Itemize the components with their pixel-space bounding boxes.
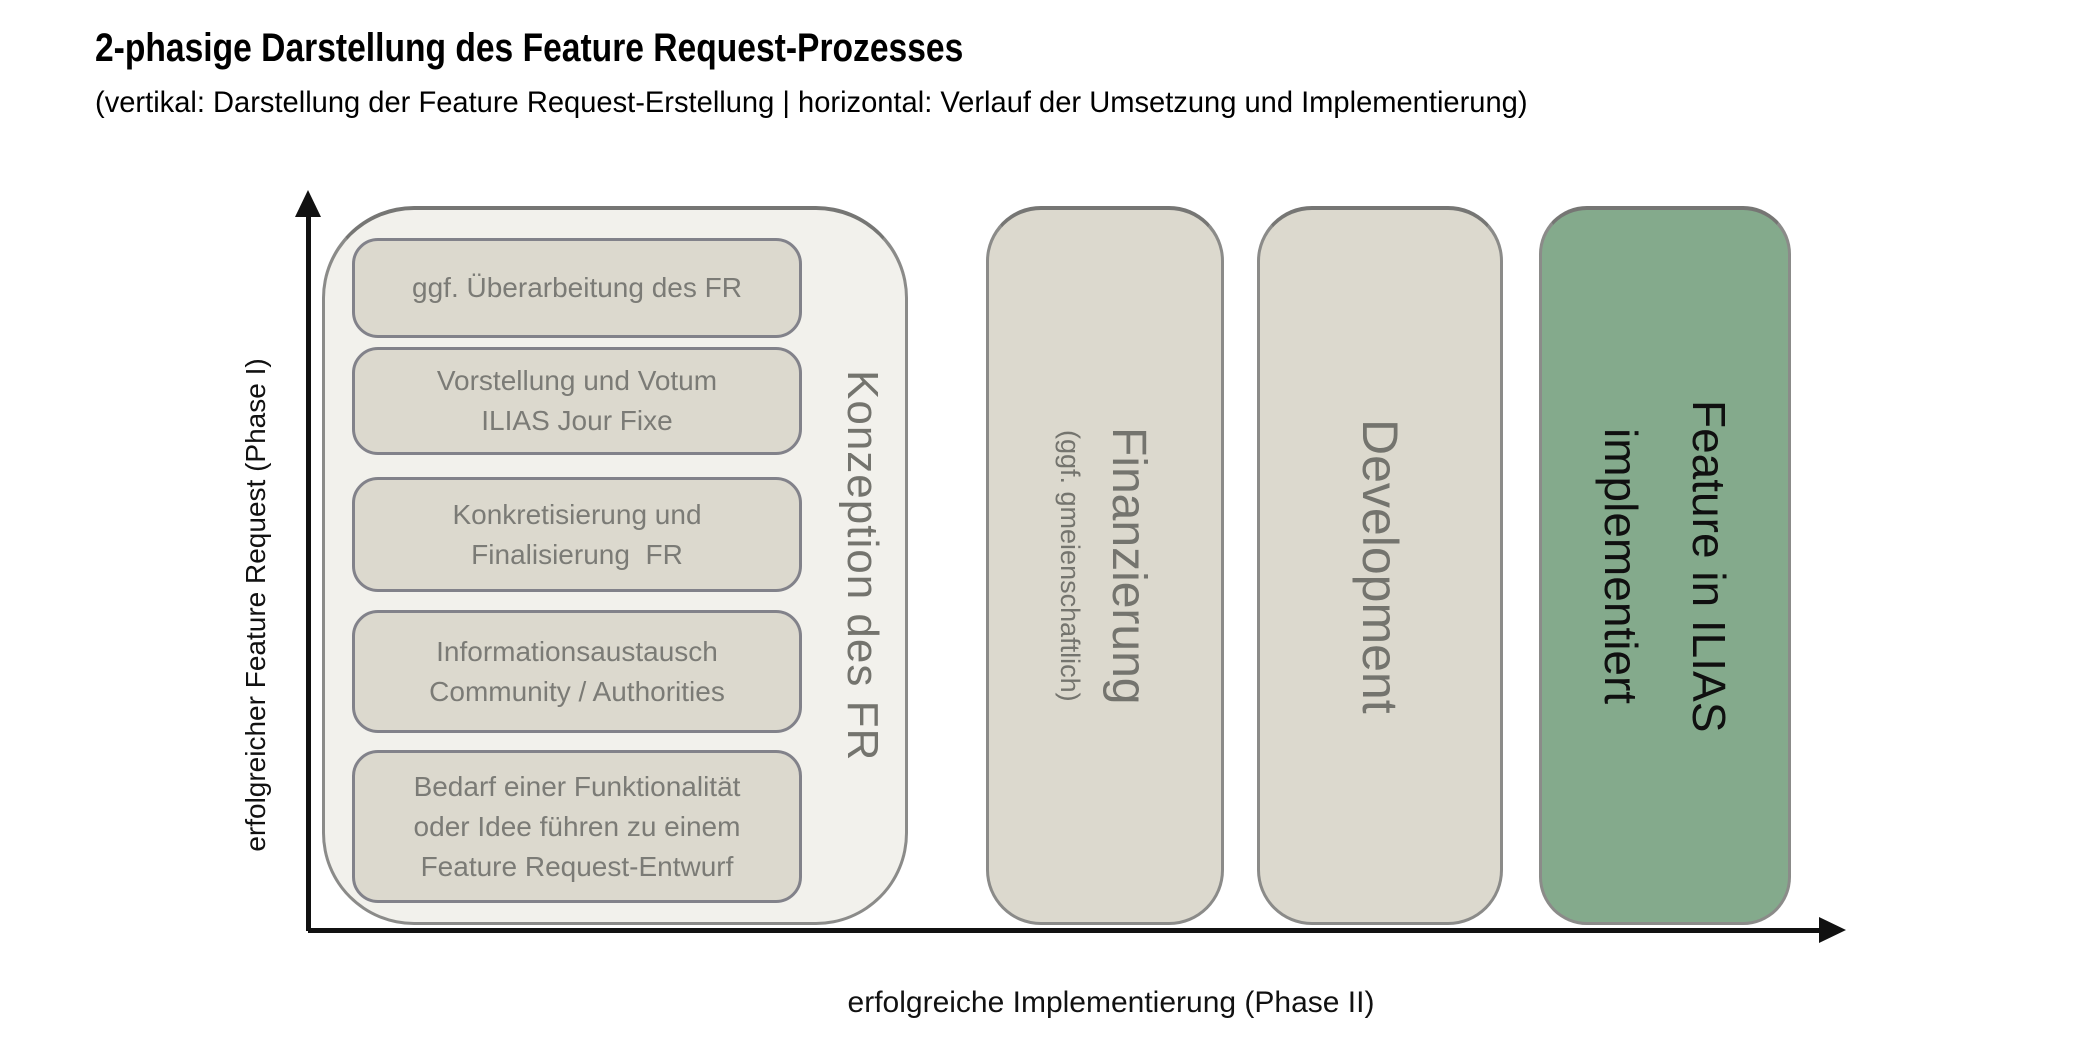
- phase1-group-label-text: Konzeption des FR: [838, 369, 887, 762]
- column-finanzierung-text-wrap: Finanzierung (ggf. gmeienschaftlich): [1054, 427, 1156, 705]
- arrow-up-icon: [295, 190, 321, 217]
- y-axis-label: erfolgreicher Feature Request (Phase I): [240, 358, 271, 852]
- arrow-right-icon: [1819, 917, 1846, 943]
- x-axis-label: erfolgreiche Implementierung (Phase II): [847, 986, 1375, 1019]
- column-feature-implementiert-title: Feature in ILIAS implementiert: [1595, 399, 1735, 733]
- step-box-ueberarbeitung: ggf. Überarbeitung des FR: [352, 238, 802, 338]
- step-box-informationsaustausch: Informationsaustausch Community / Author…: [352, 610, 802, 733]
- column-development-text-wrap: Development: [1351, 419, 1409, 714]
- column-development-title: Development: [1352, 418, 1408, 714]
- x-axis: [308, 928, 1822, 933]
- y-axis: [306, 206, 311, 931]
- step-box-bedarf-idee: Bedarf einer Funktionalität oder Idee fü…: [352, 750, 802, 903]
- phase1-group-label: Konzeption des FR: [812, 206, 912, 925]
- column-finanzierung: Finanzierung (ggf. gmeienschaftlich): [986, 206, 1224, 925]
- page-title: 2-phasige Darstellung des Feature Reques…: [95, 26, 964, 70]
- column-development: Development: [1257, 206, 1503, 925]
- step-box-konkretisierung: Konkretisierung und Finalisierung FR: [352, 477, 802, 592]
- column-finanzierung-subtitle: (ggf. gmeienschaftlich): [1055, 430, 1085, 702]
- step-box-vorstellung-votum: Vorstellung und Votum ILIAS Jour Fixe: [352, 347, 802, 455]
- column-feature-implementiert: Feature in ILIAS implementiert: [1539, 206, 1791, 925]
- column-feature-implementiert-text-wrap: Feature in ILIAS implementiert: [1577, 400, 1753, 732]
- page-subtitle: (vertikal: Darstellung der Feature Reque…: [95, 86, 1528, 119]
- column-finanzierung-title: Finanzierung: [1102, 427, 1155, 705]
